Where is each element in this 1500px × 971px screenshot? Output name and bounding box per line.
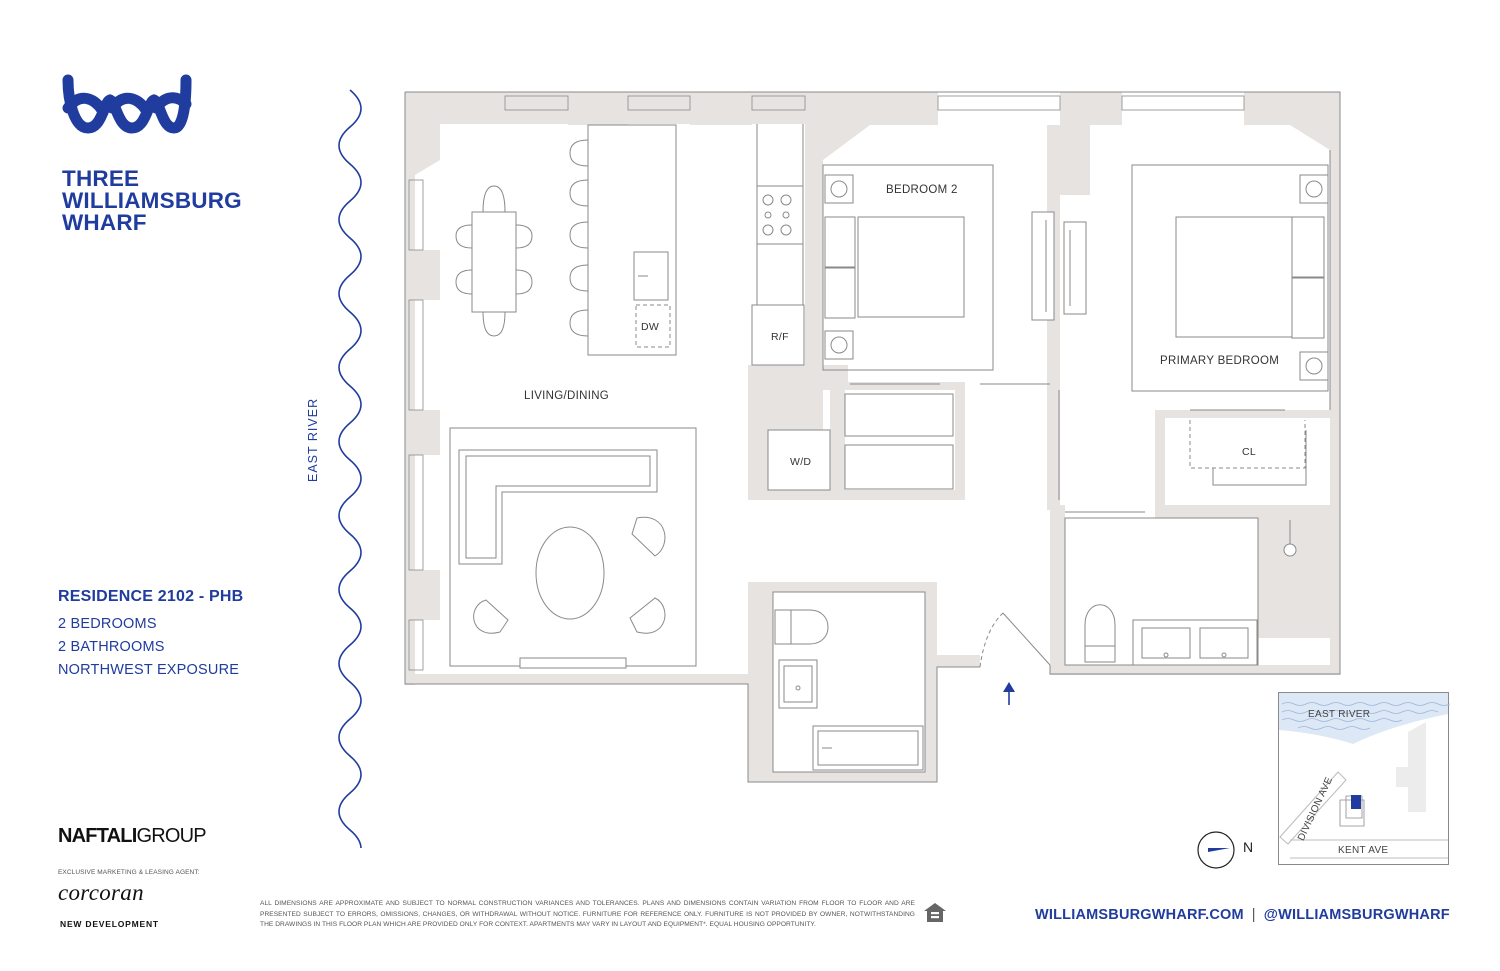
room-label-bedroom2: BEDROOM 2 [886, 184, 958, 196]
primary-bath-fixtures [1064, 517, 1259, 666]
compass-icon [1197, 831, 1235, 869]
social-handle-link[interactable]: @WILLIAMSBURGWHARF [1263, 907, 1450, 923]
equal-housing-icon [924, 903, 946, 922]
brand-title-line-1: THREE [62, 166, 140, 191]
corcoran-logo: corcoran [58, 880, 144, 905]
room-label-fridge: R/F [771, 331, 789, 343]
bathroom2-fixtures [772, 591, 926, 773]
room-label-dishwasher: DW [641, 321, 660, 333]
agent-division: NEW DEVELOPMENT [60, 919, 159, 929]
living-furniture [449, 124, 804, 669]
exposure-info: NORTHWEST EXPOSURE [58, 662, 240, 678]
map-label-kent-ave: KENT AVE [1338, 845, 1389, 856]
floor-plan: .wall { fill: #e6e3e1; } .ln { fill: non… [404, 91, 1341, 783]
wave-w-logo-icon [62, 74, 192, 134]
room-label-living: LIVING/DINING [524, 390, 610, 402]
map-label-east-river: EAST RIVER [1308, 709, 1371, 720]
primary-furniture [1131, 150, 1331, 410]
entry-arrow-icon [1003, 682, 1015, 705]
bedroom2-furniture [822, 164, 1087, 500]
naftali-group-logo: NAFTALIGROUP [58, 825, 207, 847]
agent-label: EXCLUSIVE MARKETING & LEASING AGENT: [58, 869, 200, 876]
room-label-washer-dryer: W/D [790, 456, 812, 468]
compass-north-label: N [1243, 839, 1254, 855]
laundry [767, 429, 831, 491]
footer-links: WILLIAMSBURGWHARF.COM | @WILLIAMSBURGWHARF [1035, 907, 1450, 923]
bathrooms-count: 2 BATHROOMS [58, 639, 165, 655]
room-label-primary: PRIMARY BEDROOM [1160, 355, 1280, 367]
river-wave-line [338, 89, 362, 848]
bedrooms-count: 2 BEDROOMS [58, 616, 157, 632]
residence-title: RESIDENCE 2102 - PHB [58, 588, 244, 605]
brand-title-line-3: WHARF [62, 210, 147, 235]
footer-separator: | [1251, 907, 1256, 923]
disclaimer-text: ALL DIMENSIONS ARE APPROXIMATE AND SUBJE… [260, 900, 915, 928]
exterior-walls [405, 92, 1340, 782]
website-link[interactable]: WILLIAMSBURGWHARF.COM [1035, 907, 1244, 923]
location-map [1278, 692, 1450, 865]
east-river-label: EAST RIVER [306, 397, 320, 482]
room-label-closet: CL [1242, 446, 1257, 458]
brand-title-line-2: WILLIAMSBURG [62, 188, 242, 213]
brand-title: THREE WILLIAMSBURG WHARF [62, 166, 242, 235]
plan-outlines [404, 91, 1341, 783]
